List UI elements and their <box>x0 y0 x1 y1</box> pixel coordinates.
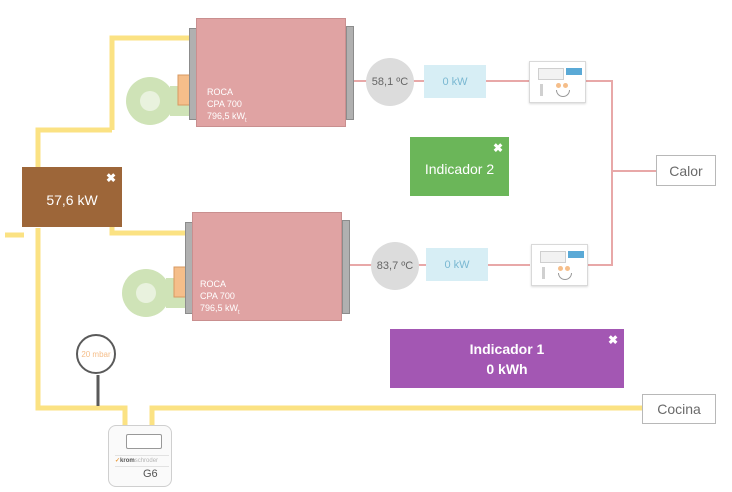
controller-2-display <box>540 251 566 263</box>
kitchen-output-label[interactable]: Cocina <box>642 394 716 424</box>
gas-meter-model: G6 <box>143 468 158 480</box>
water-pipe-right <box>586 80 613 266</box>
boiler-1-power-subscript: t <box>245 117 247 124</box>
indicator-1-close-icon[interactable]: ✖ <box>607 333 618 347</box>
boiler-2-power: 796,5 kW <box>200 303 239 313</box>
pressure-gauge[interactable]: 20 mbar <box>76 334 116 374</box>
controller-1-button-icon <box>563 83 568 88</box>
boiler-1-brand: ROCA <box>207 87 234 97</box>
indicator-1-title: Indicador 1 <box>469 340 545 357</box>
controller-2-led-icon <box>558 266 563 271</box>
burner-top <box>126 74 192 125</box>
controller-2-button-icon <box>565 266 570 271</box>
gas-meter[interactable]: ✓kromschroder G6 <box>108 425 172 487</box>
gas-pipe-to-kitchen <box>149 405 642 428</box>
pressure-gauge-value: 20 mbar <box>81 349 111 359</box>
controller-1-display <box>538 68 564 80</box>
indicator-2-title: Indicador 2 <box>424 160 495 177</box>
controller-1-dial-icon <box>556 90 570 97</box>
boiler-2[interactable]: ROCA CPA 700 796,5 kWt <box>192 212 342 321</box>
controller-1[interactable] <box>529 61 586 103</box>
heat-output-label[interactable]: Calor <box>656 155 716 186</box>
boiler-1[interactable]: ROCA CPA 700 796,5 kWt <box>196 18 346 127</box>
controller-2-bar-icon <box>542 267 545 279</box>
boiler-1-model: CPA 700 <box>207 99 242 109</box>
boiler-2-rear-cap <box>342 220 350 314</box>
controller-1-led-icon <box>556 83 561 88</box>
gas-pipe-top <box>109 35 190 130</box>
boiler-1-output-readout[interactable]: 0 kW <box>424 65 486 98</box>
main-meter-panel[interactable]: 57,6 kW ✖ <box>22 167 122 227</box>
gas-pipe-branch <box>35 127 112 168</box>
controller-2[interactable] <box>531 244 588 286</box>
boiler-2-brand: ROCA <box>200 279 227 289</box>
controller-2-logo <box>568 251 584 258</box>
gas-meter-display <box>126 434 162 449</box>
gas-pipe-main-down <box>35 228 128 428</box>
boiler-1-temperature[interactable]: 58,1 ºC <box>366 58 414 106</box>
indicator-1-panel[interactable]: Indicador 1 0 kWh ✖ <box>390 329 624 388</box>
gas-pipe-bottom <box>109 198 186 236</box>
boiler-2-power-subscript: t <box>238 309 240 316</box>
main-meter-close-icon[interactable]: ✖ <box>105 171 116 185</box>
main-meter-value: 57,6 kW <box>46 192 98 208</box>
indicator-2-panel[interactable]: Indicador 2 ✖ <box>410 137 509 196</box>
boiler-2-model: CPA 700 <box>200 291 235 301</box>
boiler-1-power: 796,5 kW <box>207 111 246 121</box>
burner-bottom <box>122 266 188 317</box>
controller-1-bar-icon <box>540 84 543 96</box>
boiler-2-temperature[interactable]: 83,7 ºC <box>371 242 419 290</box>
boiler-1-rear-cap <box>346 26 354 120</box>
indicator-1-value: 0 kWh <box>486 360 528 377</box>
controller-1-logo <box>566 68 582 75</box>
controller-2-dial-icon <box>558 273 572 280</box>
boiler-2-output-readout[interactable]: 0 kW <box>426 248 488 281</box>
gas-meter-brand-suffix: schroder <box>134 458 159 464</box>
indicator-2-close-icon[interactable]: ✖ <box>492 141 503 155</box>
gas-meter-brand: krom <box>120 458 135 464</box>
gas-meter-brand-icon: ✓ <box>115 458 121 464</box>
